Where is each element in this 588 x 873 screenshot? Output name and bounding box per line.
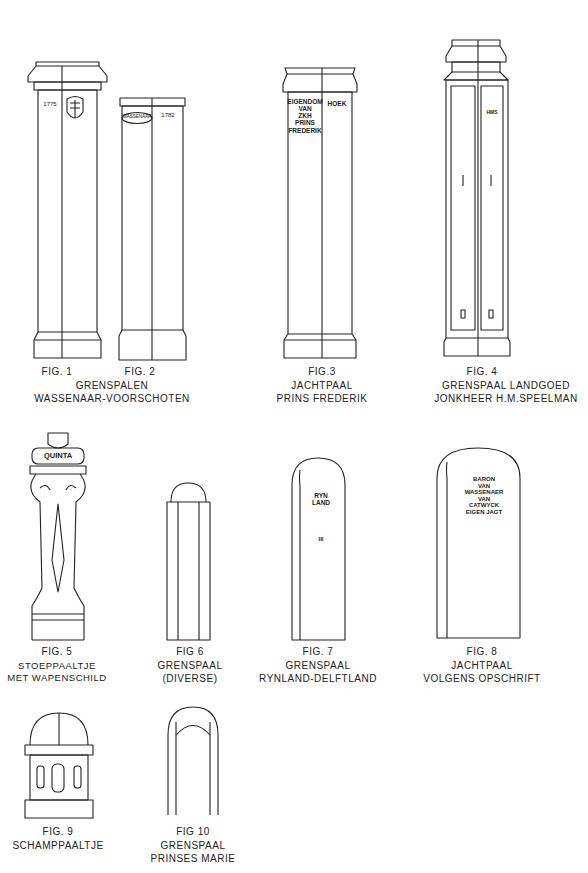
caption: FIG. 9 [43, 826, 74, 839]
caption: FIG.3 [308, 366, 336, 379]
caption: FIG 10 [176, 826, 210, 839]
caption: JACHTPAAL PRINS FREDERIK [277, 380, 368, 405]
boundary-post-fig1 [28, 62, 107, 358]
caption: GRENSPAAL PRINSES MARIE [151, 840, 236, 865]
inscription: QUINTA [44, 452, 72, 460]
fender-post-fig9 [25, 713, 93, 818]
inscription: BARON VAN WASSENAER VAN CATWYCK EIGEN JA… [465, 476, 504, 516]
estate-post-fig4 [444, 40, 510, 356]
hunting-post-fig8 [437, 448, 520, 638]
inscription: HMS [486, 110, 497, 116]
caption: FIG. 1 [42, 366, 73, 379]
inscription: HOEK [328, 100, 347, 107]
boundary-post-fig7 [292, 458, 345, 640]
caption: FIG. 2 [125, 366, 156, 379]
caption: FIG. 7 [303, 646, 334, 659]
inscription: WASSENAAR [123, 115, 152, 120]
inscription: RYN LAND [312, 492, 330, 506]
inscription: EIGENDOM VAN ZKH PRINS FREDERIK [287, 98, 322, 134]
caption: FIG. 5 [42, 646, 73, 659]
sidewalk-post-fig5 [30, 433, 86, 640]
inscription: 1775 [43, 101, 56, 108]
inscription: III [318, 536, 323, 543]
caption: GRENSPAAL RYNLAND-DELFTLAND [259, 660, 377, 685]
caption: GRENSPAAL LANDGOED JONKHEER H.M.SPEELMAN [434, 380, 577, 405]
inscription: 1782 [161, 112, 174, 119]
hunting-post-fig3 [283, 68, 357, 358]
caption: GRENSPALEN WASSENAAR-VOORSCHOTEN [34, 380, 190, 405]
caption: STOEPPAALTJE MET WAPENSCHILD [7, 660, 106, 684]
caption: FIG 6 [176, 646, 204, 659]
caption: JACHTPAAL VOLGENS OPSCHRIFT [423, 660, 540, 685]
boundary-post-fig2 [119, 98, 186, 360]
boundary-post-fig6 [167, 483, 210, 640]
caption: FIG. 8 [467, 646, 498, 659]
caption: FIG. 4 [467, 366, 498, 379]
boundary-post-fig10 [168, 707, 218, 815]
caption: SCHAMPPAALTJE [12, 840, 103, 853]
caption: GRENSPAAL (DIVERSE) [158, 660, 223, 685]
